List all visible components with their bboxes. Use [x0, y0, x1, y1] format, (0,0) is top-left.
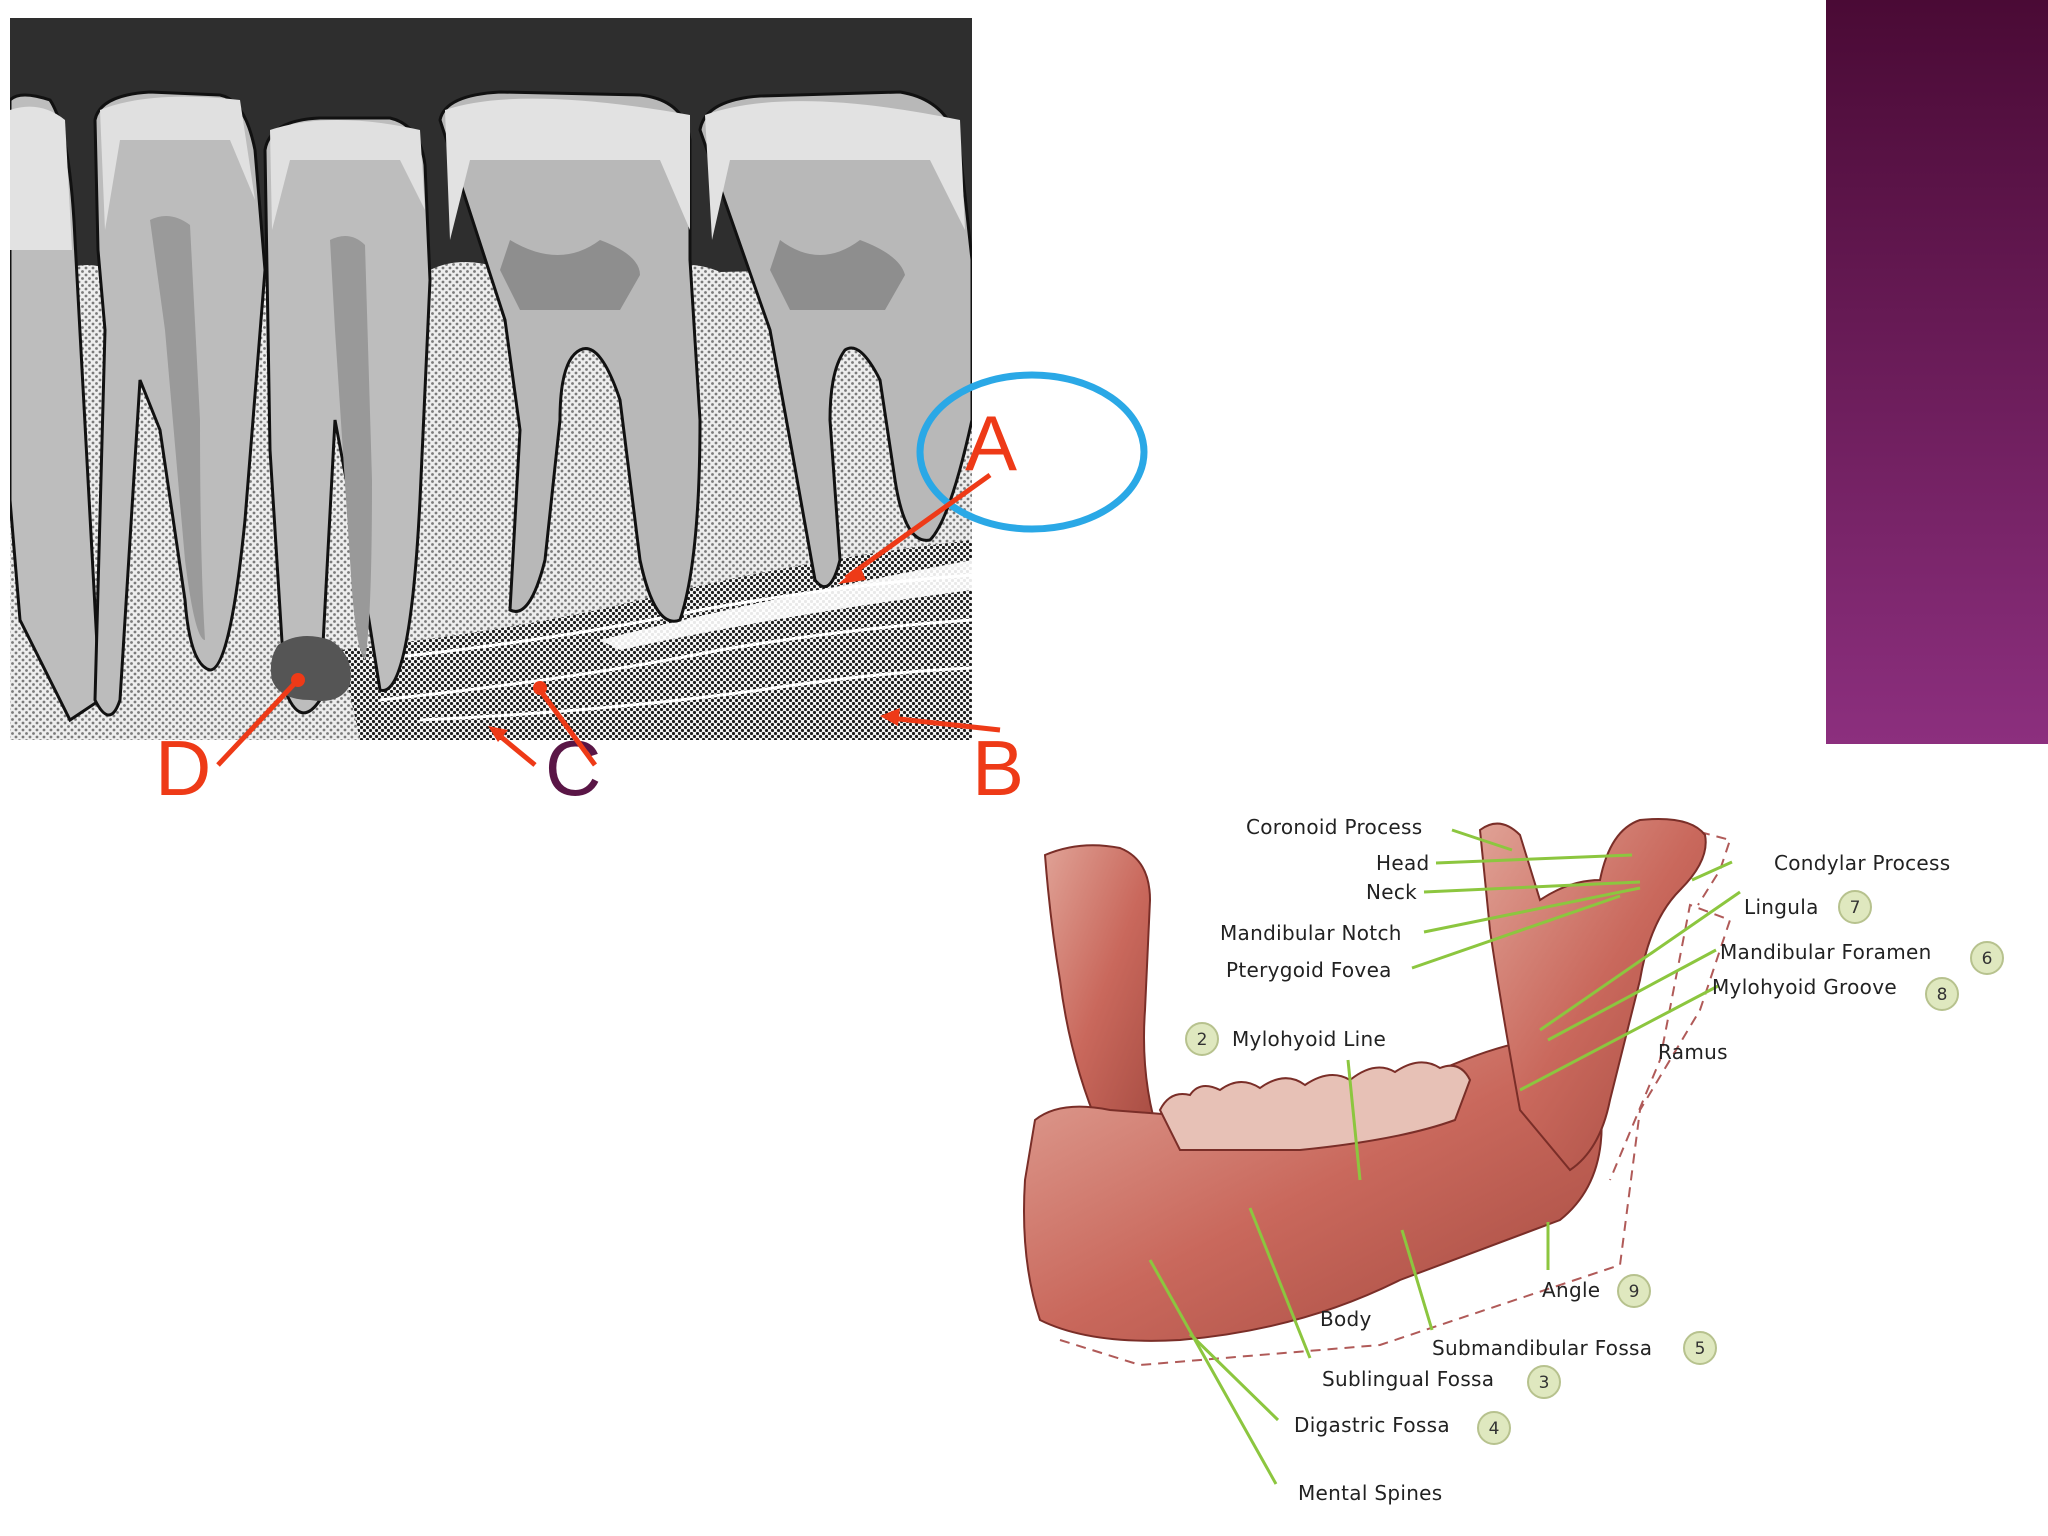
badge-sublingual-fossa: 3 [1527, 1365, 1561, 1399]
arrow-d-dot [291, 673, 305, 687]
radiopaque-band [600, 560, 972, 650]
arrowhead-c2 [488, 726, 508, 742]
label-head: Head [1376, 851, 1430, 875]
label-ramus: Ramus [1658, 1040, 1728, 1064]
arrow-a [844, 472, 992, 581]
dental-radiograph-diagram [10, 18, 972, 740]
label-coronoid-process: Coronoid Process [1246, 815, 1422, 839]
label-pterygoid-fovea: Pterygoid Fovea [1226, 958, 1392, 982]
badge-digastric-fossa: 4 [1477, 1411, 1511, 1445]
mandible-labels: Coronoid Process Head Neck Mandibular No… [1220, 815, 1950, 1505]
arrowhead-a [838, 566, 866, 584]
label-b: B [972, 724, 1024, 812]
label-sublingual-fossa: Sublingual Fossa [1322, 1367, 1494, 1391]
svg-text:5: 5 [1695, 1339, 1706, 1359]
arrow-c1-dot [533, 681, 547, 695]
svg-text:8: 8 [1937, 985, 1948, 1005]
mandible-dashed-outline [1059, 903, 1732, 1367]
tooth-3 [263, 116, 432, 715]
mandible-left-ramus [1043, 844, 1162, 1142]
arrowhead-b [880, 708, 900, 726]
svg-text:6: 6 [1982, 949, 1993, 969]
radiograph-annotations: A B C D [155, 371, 1148, 812]
tooth-4 [438, 90, 702, 623]
label-lingula: Lingula [1744, 895, 1819, 919]
tooth-2 [93, 90, 267, 717]
label-body: Body [1320, 1307, 1372, 1331]
label-mandibular-foramen: Mandibular Foramen [1720, 940, 1932, 964]
arrow-d [216, 680, 298, 767]
label-submandibular-fossa: Submandibular Fossa [1432, 1336, 1652, 1360]
svg-text:4: 4 [1489, 1419, 1500, 1439]
badge-mylohyoid-groove: 8 [1925, 977, 1959, 1011]
svg-text:9: 9 [1629, 1282, 1640, 1302]
svg-text:2: 2 [1197, 1030, 1208, 1050]
badge-angle: 9 [1617, 1274, 1651, 1308]
highlight-ellipse [916, 371, 1148, 533]
label-angle: Angle [1542, 1278, 1600, 1302]
tooth-5 [698, 90, 972, 589]
arrow-b [889, 715, 1001, 733]
label-mental-spines: Mental Spines [1298, 1481, 1443, 1505]
label-mandibular-notch: Mandibular Notch [1220, 921, 1402, 945]
mandible-badges: 2 7 6 8 9 5 3 4 [1185, 890, 2004, 1445]
svg-text:7: 7 [1850, 898, 1861, 918]
tooth-1 [10, 93, 102, 723]
arrow-c1 [537, 688, 598, 767]
label-condylar-process: Condylar Process [1774, 851, 1950, 875]
label-digastric-fossa: Digastric Fossa [1294, 1413, 1450, 1437]
label-mylohyoid-line: Mylohyoid Line [1232, 1027, 1386, 1051]
label-neck: Neck [1366, 880, 1417, 904]
label-mylohyoid-groove: Mylohyoid Groove [1712, 975, 1897, 999]
mandible-leader-lines [1148, 828, 1741, 1485]
badge-lingula: 7 [1838, 890, 1872, 924]
label-a: A [965, 399, 1017, 487]
label-d: D [155, 724, 211, 812]
svg-text:3: 3 [1539, 1373, 1550, 1393]
side-decor-panel [1826, 0, 2048, 744]
badge-mylohyoid-line: 2 [1185, 1022, 1219, 1056]
badge-submandibular-fossa: 5 [1683, 1331, 1717, 1365]
badge-mandibular-foramen: 6 [1970, 941, 2004, 975]
